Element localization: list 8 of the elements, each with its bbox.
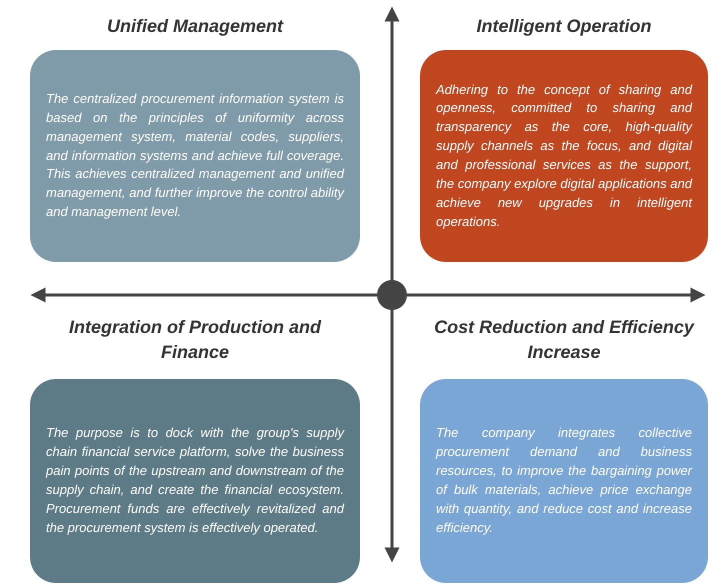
quadrant-heading: Cost Reduction and Efficiency Increase [433, 316, 696, 364]
card-text: Adhering to the concept of sharing and openness, committed to sharing and transparency as the core, high-quality supply channels as the focus, and digital and professional services as the support, the company explore digital applications and achieve new upgrades in intelligent operations. [436, 80, 692, 231]
card-text: The centralized procurement information system is based on the principles of uniformity across management system, material codes, suppliers, and information systems and achieve full coverage. This achieves centralized management and unified management, and further improve the control ability and management level. [46, 90, 344, 222]
quadrant-heading: Unified Management [106, 15, 284, 38]
quadrant-heading: Intelligent Operation [475, 15, 652, 38]
card-text: The company integrates collective procurement demand and business resources, to improve the bargaining power of bulk materials, achieve price exchange with quantity, and reduce cost and increase efficiency. [436, 424, 692, 537]
card-text: The purpose is to dock with the group's supply chain financial service platform, solve the business pain points of the upstream and downstream of the supply chain, and create the financial ecosystem. Procurement funds are effectively revitalized and the procurement system is effectively operated. [46, 424, 344, 537]
quadrant-heading: Integration of Production and Finance [68, 316, 322, 364]
